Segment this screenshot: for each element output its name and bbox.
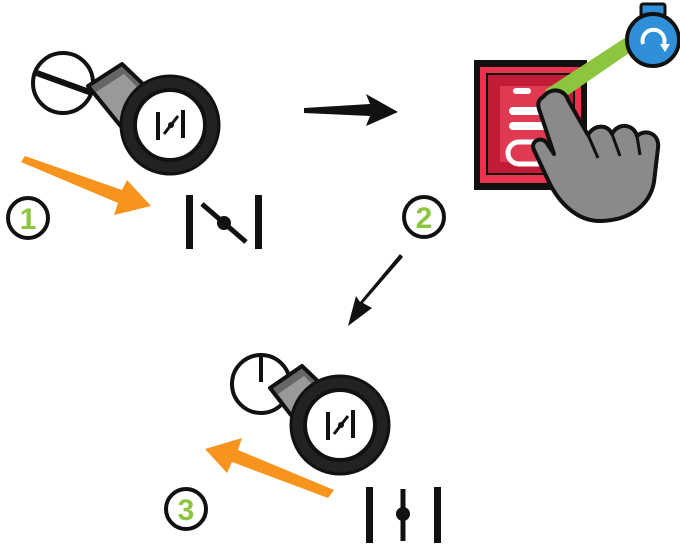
step-2-number: 2 — [416, 202, 433, 235]
knob-3-symbol-icon — [326, 410, 355, 440]
step-1-badge: 1 — [6, 196, 50, 240]
step-3-badge: 3 — [164, 487, 208, 531]
step-2-badge: 2 — [402, 195, 446, 239]
black-arrow-down-left-icon — [348, 254, 403, 326]
timer-icon — [625, 2, 680, 68]
knob-3-icon — [230, 353, 391, 476]
knob-1-symbol-icon — [156, 110, 185, 140]
orange-arrow-3-icon — [205, 438, 334, 498]
green-beam-icon — [545, 28, 648, 102]
black-arrow-right-icon — [304, 94, 398, 126]
position-vertical-icon — [366, 487, 441, 543]
step-3-number: 3 — [178, 494, 195, 527]
position-horizontal-icon — [186, 195, 262, 249]
pointing-hand-icon — [531, 88, 661, 224]
orange-arrow-1-icon — [21, 156, 151, 215]
step-1-number: 1 — [20, 203, 37, 236]
knob-1-icon — [31, 51, 221, 176]
